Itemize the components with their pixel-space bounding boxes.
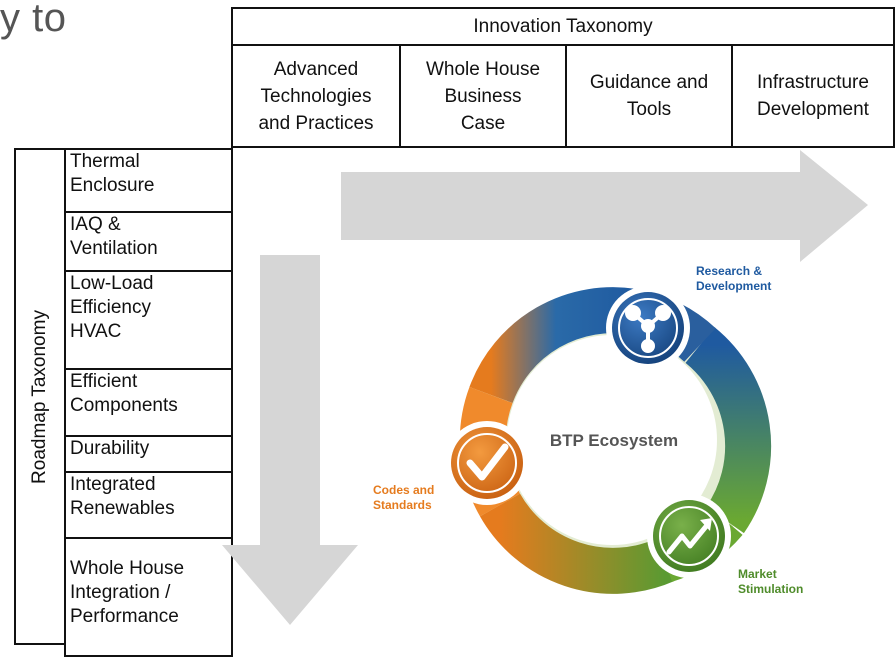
ecosystem-center-label: BTP Ecosystem bbox=[550, 431, 678, 450]
innovation-col-advanced: Advanced Technologies and Practices bbox=[231, 44, 401, 148]
research-label-line1: Research & bbox=[696, 264, 762, 278]
molecule-icon bbox=[625, 305, 671, 353]
market-stimulation-node bbox=[647, 494, 731, 578]
roadmap-row-components: Efficient Components bbox=[64, 368, 233, 437]
market-label-line1: Market bbox=[738, 567, 777, 581]
roadmap-row-thermal: Thermal Enclosure bbox=[64, 148, 233, 213]
innovation-col-infrastructure: Infrastructure Development bbox=[731, 44, 895, 148]
trend-up-icon bbox=[666, 518, 712, 555]
market-label-line2: Stimulation bbox=[738, 582, 803, 596]
innovation-taxonomy-label: Innovation Taxonomy bbox=[473, 15, 653, 37]
checkmark-icon bbox=[466, 443, 509, 481]
page-title-fragment: y to bbox=[0, 0, 67, 40]
research-development-node bbox=[606, 286, 690, 370]
codes-label-line1: Codes and bbox=[373, 483, 434, 497]
vertical-arrow bbox=[222, 255, 358, 625]
codes-standards-node bbox=[445, 421, 529, 505]
roadmap-row-hvac: Low-Load Efficiency HVAC bbox=[64, 270, 233, 370]
horizontal-arrow bbox=[341, 150, 868, 262]
research-label-line2: Development bbox=[696, 279, 771, 293]
codes-label-line2: Standards bbox=[373, 498, 432, 512]
innovation-col-guidance: Guidance and Tools bbox=[565, 44, 733, 148]
innovation-col-business-case: Whole House Business Case bbox=[399, 44, 567, 148]
